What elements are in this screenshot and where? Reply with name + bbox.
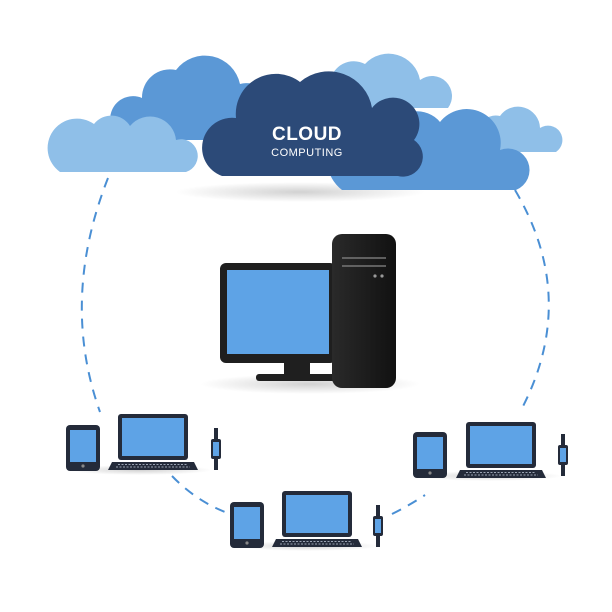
smartwatch-icon — [373, 505, 383, 547]
monitor-neck — [284, 363, 310, 375]
right-device-group — [413, 422, 568, 481]
laptop-icon — [272, 491, 362, 547]
smartwatch-icon — [558, 434, 568, 476]
laptop-icon — [456, 422, 546, 478]
smartwatch-icon — [211, 428, 221, 470]
cloud-main — [202, 71, 423, 177]
cloud-subtitle: COMPUTING — [271, 147, 343, 159]
connection-lines — [80, 177, 550, 515]
cloud-light-left — [47, 115, 198, 172]
cloud-group — [47, 53, 563, 202]
connection-line-bottom-right — [391, 494, 426, 515]
desktop-computer-icon — [200, 234, 420, 394]
connection-line-bottom-left — [171, 475, 226, 513]
monitor-base — [256, 374, 338, 381]
tower-led-2 — [380, 274, 384, 278]
tablet-icon — [230, 502, 264, 548]
tower-led-1 — [373, 274, 377, 278]
left-device-group — [66, 414, 221, 475]
connection-line-right — [514, 189, 550, 413]
cloud-title: CLOUD — [271, 124, 343, 145]
tablet-icon — [413, 432, 447, 478]
monitor-screen — [227, 270, 329, 354]
bottom-device-group — [230, 491, 383, 551]
tablet-icon — [66, 425, 100, 471]
tower-case — [332, 234, 396, 388]
laptop-icon — [108, 414, 198, 470]
connection-line-left — [80, 177, 109, 413]
